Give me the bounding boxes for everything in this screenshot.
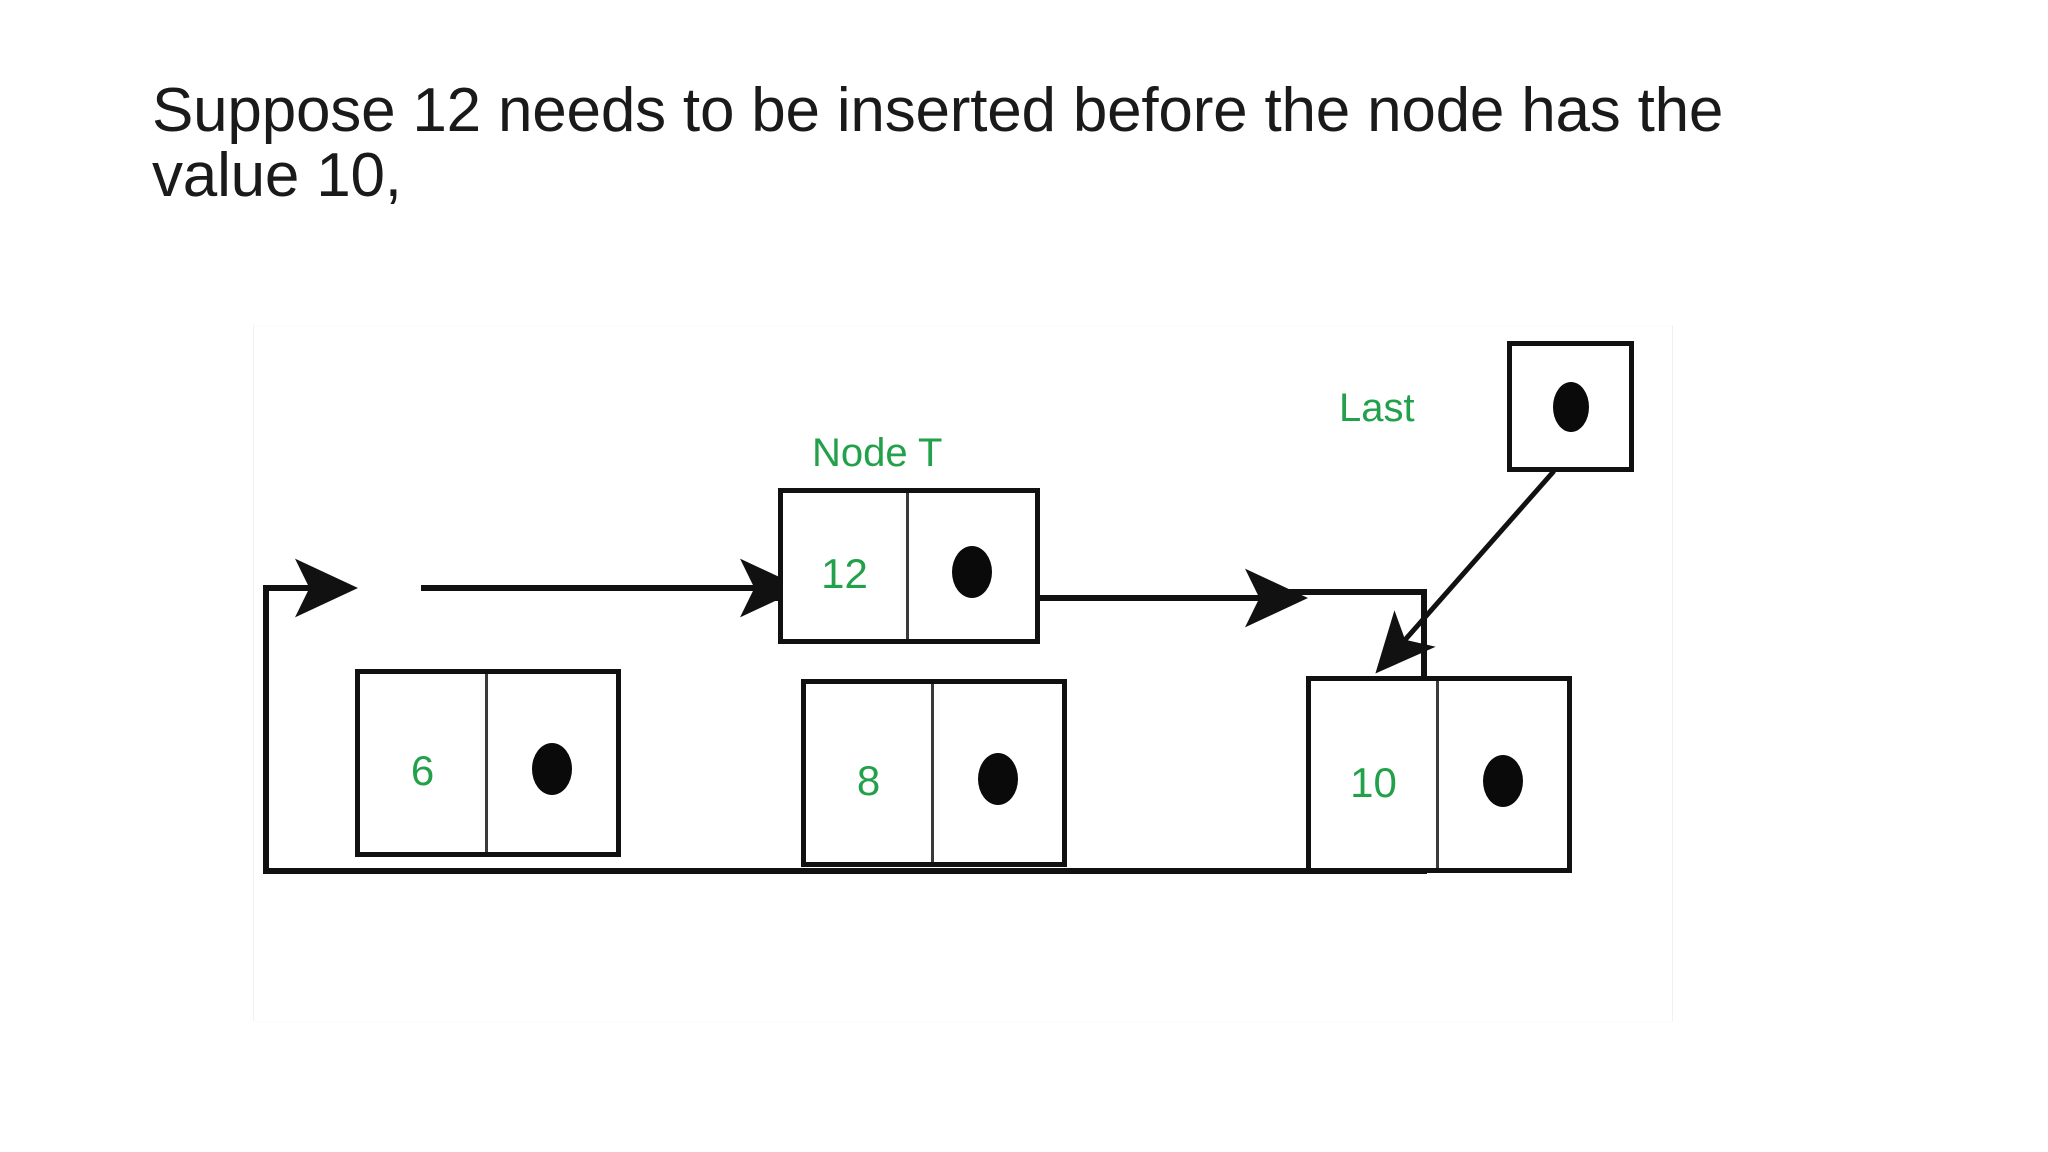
- edge-10-to-6-wraparound: [263, 558, 1427, 874]
- node-12-data-cell: 12: [783, 493, 909, 639]
- node-8-data-cell: 8: [806, 684, 934, 862]
- node-10-value: 10: [1350, 758, 1397, 806]
- node-8-value: 8: [856, 757, 881, 804]
- node-box-6[interactable]: 6: [355, 669, 621, 857]
- pointer-dot-icon: [532, 743, 572, 795]
- pointer-dot-icon: [1483, 754, 1523, 807]
- pointer-dot-icon: [1552, 381, 1589, 432]
- label-last: Last: [1339, 386, 1415, 430]
- node-6-link-cell: [488, 674, 616, 852]
- pointer-dot-icon: [952, 546, 992, 598]
- node-12-value: 12: [821, 550, 868, 597]
- page-title: Suppose 12 needs to be inserted before t…: [152, 76, 1741, 211]
- label-node-t: Node T: [812, 431, 943, 475]
- node-10-link-cell: [1439, 681, 1567, 868]
- linked-list-diagram: Node T Last 12 6 8 10: [253, 325, 1673, 1022]
- node-8-link-cell: [934, 684, 1062, 862]
- node-12-link-cell: [909, 493, 1035, 639]
- edge-last-to-10: [1375, 469, 1556, 674]
- node-box-12[interactable]: 12: [778, 488, 1040, 644]
- pointer-box-last[interactable]: [1507, 341, 1634, 472]
- node-6-data-cell: 6: [360, 674, 488, 852]
- node-10-data-cell: 10: [1311, 681, 1439, 868]
- node-6-value: 6: [410, 747, 435, 794]
- node-box-8[interactable]: 8: [801, 679, 1067, 867]
- node-box-10[interactable]: 10: [1306, 676, 1572, 873]
- pointer-dot-icon: [978, 753, 1018, 805]
